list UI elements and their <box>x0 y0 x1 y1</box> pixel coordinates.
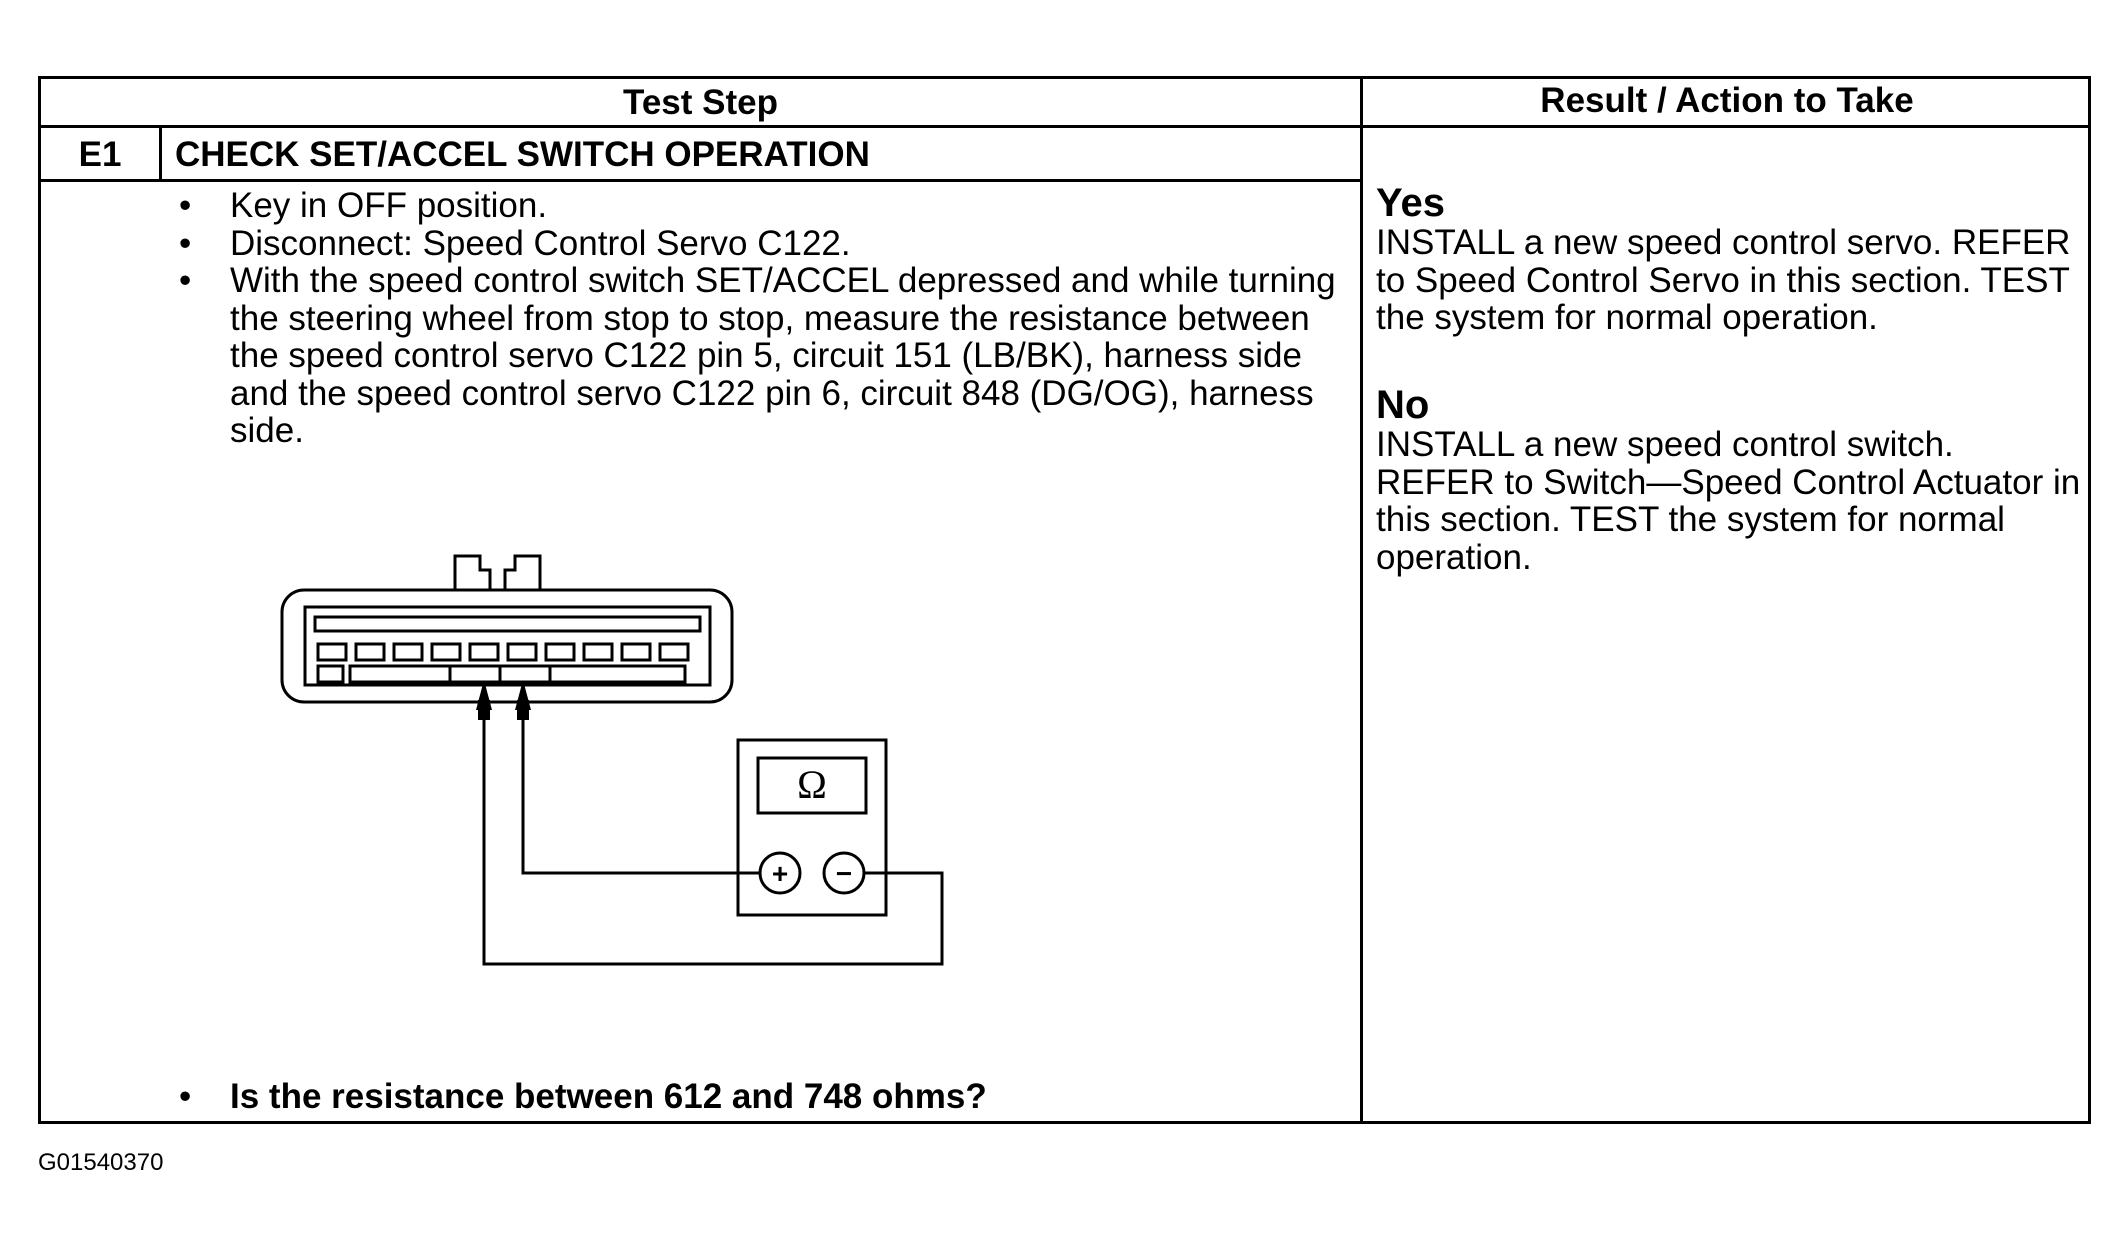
connector-pin <box>658 642 690 662</box>
connector-pin <box>316 642 348 662</box>
connector-pin <box>468 642 500 662</box>
no-action-text: INSTALL a new speed control switch. REFE… <box>1376 425 2081 577</box>
connector-latch <box>453 554 492 590</box>
connector-pin <box>392 642 424 662</box>
connector-latch <box>503 554 542 590</box>
question-text: Is the resistance between 612 and 748 oh… <box>230 1077 987 1116</box>
ohmmeter-connector-diagram: Ω + − <box>280 554 944 966</box>
probe-lead-negative <box>482 705 944 966</box>
connector-pin <box>430 642 462 662</box>
minus-sign: − <box>836 858 852 889</box>
bullet-icon: • <box>179 186 192 225</box>
bullet-icon: • <box>179 261 192 300</box>
instruction-text: With the speed control switch SET/ACCEL … <box>230 261 1336 450</box>
step-id-divider <box>159 125 162 180</box>
connector-pin <box>354 642 386 662</box>
procedure-table: Test Step Result / Action to Take E1 CHE… <box>38 76 2091 1124</box>
test-step-header: Test Step <box>623 83 778 122</box>
instruction-text: Disconnect: Speed Control Servo C122. <box>230 223 851 263</box>
connector-body <box>280 588 734 704</box>
yes-action-text: INSTALL a new speed control servo. REFER… <box>1376 223 2071 337</box>
instruction-item: • Key in OFF position. <box>175 187 1365 225</box>
connector-inner <box>303 605 712 687</box>
ohmmeter-body <box>736 738 888 917</box>
no-label: No <box>1376 383 1430 427</box>
instruction-item: • Disconnect: Speed Control Servo C122. <box>175 223 1365 263</box>
connector-pin <box>620 642 652 662</box>
header-divider <box>41 125 2091 128</box>
bullet-icon: • <box>179 1077 192 1116</box>
ohmmeter-display <box>756 756 868 815</box>
instruction-item: • With the speed control switch SET/ACCEL… <box>175 262 1365 450</box>
test-question: • Is the resistance between 612 and 748 o… <box>175 1077 987 1117</box>
connector-pin <box>544 642 576 662</box>
step-id: E1 <box>78 135 122 174</box>
instruction-text: Key in OFF position. <box>230 186 548 225</box>
column-divider <box>1360 79 1363 1124</box>
plus-sign: + <box>772 858 788 889</box>
connector-pin <box>582 642 614 662</box>
step-title: CHECK SET/ACCEL SWITCH OPERATION <box>175 135 870 174</box>
step-instructions: • Key in OFF position. • Disconnect: Speed… <box>175 187 1365 450</box>
probe-lead-positive <box>521 705 760 875</box>
yes-label: Yes <box>1376 181 1445 225</box>
yes-result: Yes INSTALL a new speed control servo. R… <box>1376 182 2081 337</box>
step-title-divider <box>41 179 1360 182</box>
result-action-header: Result / Action to Take <box>1540 81 1914 120</box>
connector-pin <box>506 642 538 662</box>
no-result: No INSTALL a new speed control switch. R… <box>1376 384 2081 576</box>
figure-code: G01540370 <box>38 1149 164 1176</box>
bullet-icon: • <box>179 223 192 263</box>
ohm-symbol: Ω <box>797 762 827 807</box>
